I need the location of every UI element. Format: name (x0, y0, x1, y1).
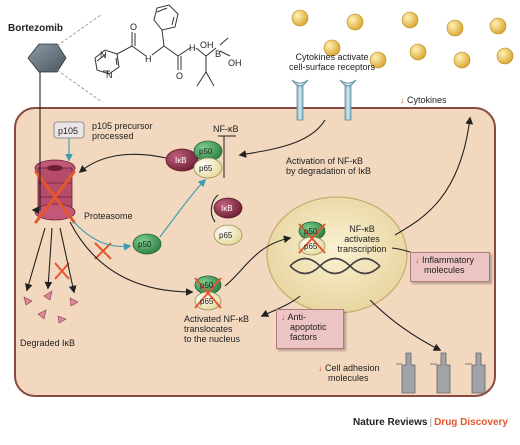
dna-helix-icon (289, 257, 381, 275)
proteasome-label: Proteasome (84, 211, 133, 221)
chem-oh1: OH (200, 40, 214, 50)
activated-label: Activated NF-κB translocates to the nucl… (184, 314, 250, 344)
inflammatory-box: ↓ Inflammatory molecules (410, 252, 490, 282)
adhesion-label: ↓ Cell adhesion molecules (318, 363, 380, 383)
chem-n1: N (100, 50, 107, 60)
drug-name: Bortezomib (8, 23, 63, 34)
nfkb-top-label: NF-κB (213, 124, 239, 134)
zoom-line-top (56, 13, 103, 47)
p50-free (132, 233, 162, 255)
ikb-free (213, 197, 243, 219)
journal-name: Nature Reviews (352, 417, 428, 428)
journal-section: Drug Discovery (434, 417, 508, 428)
anti-apoptotic-box: ↓ Anti- apoptotic factors (276, 309, 344, 349)
nuclear-nfkb (298, 221, 326, 256)
nfkb-ikb-complex (165, 140, 223, 179)
activated-p50-label: p50 (200, 281, 214, 290)
proteasome-inhibition-cross-icon (34, 170, 76, 224)
nuc-p65-label: p65 (304, 242, 318, 251)
chem-h2: H (189, 43, 196, 53)
p65-free-label: p65 (219, 231, 233, 240)
chem-n2: N (106, 70, 113, 80)
p50-label: p50 (199, 147, 213, 156)
ikb-label: IκB (175, 156, 187, 165)
zoom-line-bottom (56, 69, 103, 103)
bortezomib-structure (94, 4, 231, 87)
cytokines-decrease-label: ↓ Cytokines (400, 95, 447, 105)
chem-oh2: OH (228, 58, 242, 68)
degraded-ikb-fragments (23, 290, 79, 324)
cell-membrane (14, 107, 496, 397)
chem-b: B (215, 49, 222, 59)
chem-h1: H (145, 54, 152, 64)
inhibition-cross-fragments (54, 262, 70, 280)
chem-o2: O (176, 71, 184, 81)
inhibition-cross-p50 (94, 242, 112, 260)
activated-nfkb (194, 275, 222, 311)
pathway-arrows (25, 72, 474, 351)
cytokines (291, 9, 514, 69)
p105-desc: p105 precursor processed (92, 121, 153, 141)
chem-o1: O (130, 22, 138, 32)
p105-label: p105 (58, 126, 79, 136)
bortezomib-hexagon-icon (27, 43, 67, 73)
adhesion-molecules (396, 352, 486, 394)
p65-label: p65 (199, 164, 213, 173)
activation-label: Activation of NF-κB by degradation of Iκ… (286, 156, 372, 176)
nucleus-label: NF-κB activates transcription (337, 224, 387, 254)
journal-credit: Nature Reviews|Drug Discovery (353, 417, 508, 428)
cytokines-activate-label: Cytokines activate cell-surface receptor… (288, 52, 376, 72)
proteasome-icon (34, 159, 76, 221)
nucleus (266, 196, 408, 314)
ikb-free-label: IκB (221, 204, 233, 213)
journal-separator: | (429, 417, 433, 428)
p50-free-label: p50 (138, 240, 152, 249)
degraded-label: Degraded IκB (20, 338, 76, 348)
nuc-p50-label: p50 (304, 227, 318, 236)
cell-surface-receptors (291, 79, 357, 121)
activated-p65-label: p65 (200, 297, 214, 306)
p65-free (213, 224, 243, 246)
